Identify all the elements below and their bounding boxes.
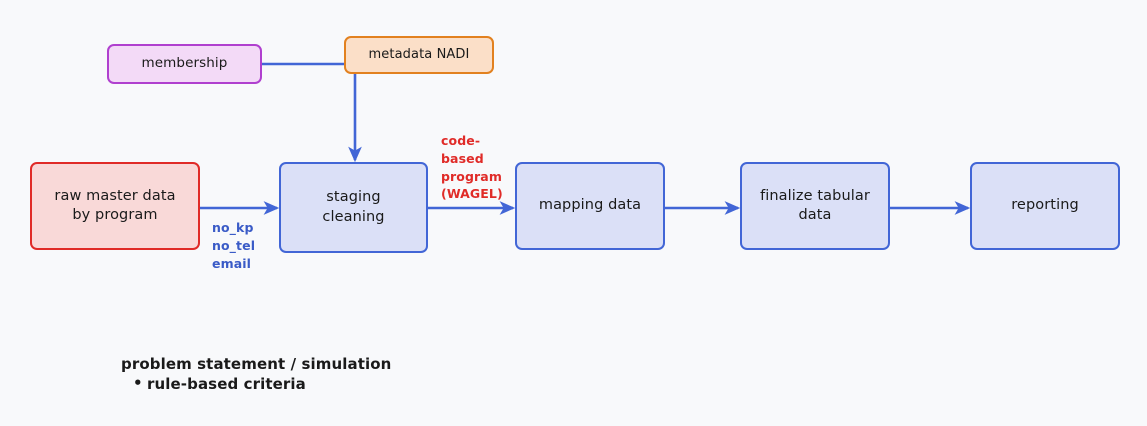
notes-bullet-item: rule-based criteria <box>133 374 391 393</box>
node-reporting-label: reporting <box>1011 197 1079 214</box>
edge-label-fields: no_kp no_tel email <box>212 220 256 271</box>
node-reporting[interactable]: reporting <box>970 162 1120 250</box>
node-membership[interactable]: membership <box>107 44 262 84</box>
node-staging-cleaning[interactable]: staging cleaning <box>279 162 428 253</box>
node-finalize-tabular-data-label: finalize tabular data <box>760 187 870 223</box>
node-mapping-data[interactable]: mapping data <box>515 162 665 250</box>
node-membership-label: membership <box>141 55 228 72</box>
edge-label-code-based-program: code- based program (WAGEL) <box>441 133 503 202</box>
node-mapping-data-label: mapping data <box>538 197 642 214</box>
node-metadata-nadi-label: metadata NADI <box>368 47 470 63</box>
node-metadata-nadi[interactable]: metadata NADI <box>344 36 494 74</box>
node-raw-master-data-label: raw master data by program <box>54 187 176 223</box>
notes-bullet-list: rule-based criteria <box>121 374 391 393</box>
node-raw-master-data[interactable]: raw master data by program <box>30 162 200 250</box>
notes-block: problem statement / simulation rule-base… <box>121 355 391 393</box>
notes-title: problem statement / simulation <box>121 355 392 373</box>
node-finalize-tabular-data[interactable]: finalize tabular data <box>740 162 890 250</box>
node-staging-cleaning-label: staging cleaning <box>322 189 385 225</box>
